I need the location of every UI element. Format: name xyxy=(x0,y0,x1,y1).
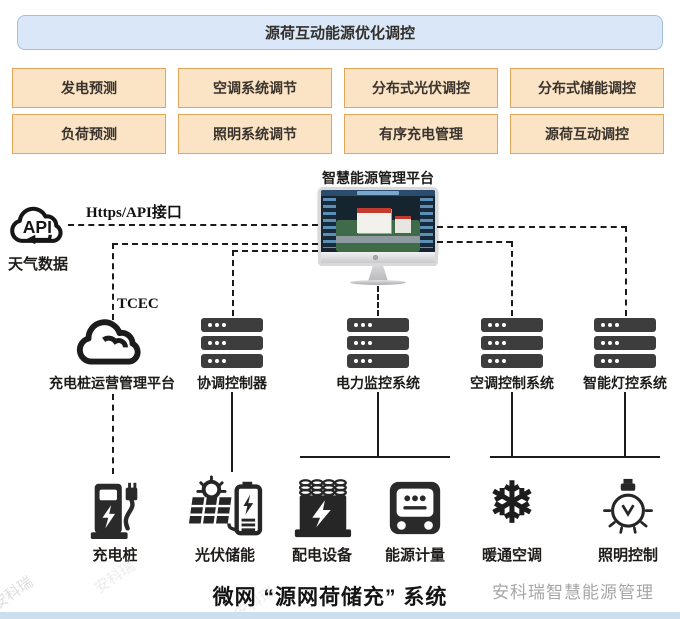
charging-platform-cloud xyxy=(70,318,154,370)
label-lighting: 照明控制 xyxy=(597,547,658,564)
banner-label: 源荷互动能源优化调控 xyxy=(264,25,415,42)
watermark-brand: 安科瑞智慧能源管理 xyxy=(492,583,654,602)
server-bar xyxy=(347,318,409,332)
label-power-monitoring: 电力监控系统 xyxy=(336,375,420,391)
dashboard-widgets-left xyxy=(323,198,336,248)
server-bar xyxy=(201,336,263,350)
box-label: 分布式光伏调控 xyxy=(372,80,470,96)
transformer-icon xyxy=(290,476,354,540)
server-bar xyxy=(594,318,656,332)
solar-battery-icon xyxy=(188,474,264,540)
building-side xyxy=(395,216,411,233)
api-cloud-text: API xyxy=(23,217,52,237)
box-orderly-charging: 有序充电管理 xyxy=(344,114,498,154)
link-platform-to-coordinator-v xyxy=(232,250,234,316)
energy-meter-icon xyxy=(384,478,446,538)
dashboard-widgets-right xyxy=(420,198,433,248)
box-lighting-regulation: 照明系统调节 xyxy=(178,114,332,154)
link-platform-to-lighting-v xyxy=(625,226,627,316)
road xyxy=(336,236,420,243)
server-bar xyxy=(347,336,409,350)
arrow-head xyxy=(25,234,36,245)
weather-data-label: 天气数据 xyxy=(7,256,68,273)
diagram-title: 微网 “源网荷储充” 系统 xyxy=(212,586,448,609)
ev-charger-icon xyxy=(85,476,147,540)
server-bar xyxy=(347,354,409,368)
cloud-outline-icon xyxy=(10,206,63,243)
server-coordinator xyxy=(201,318,263,368)
server-bar xyxy=(201,318,263,332)
box-label: 照明系统调节 xyxy=(213,126,297,142)
server-bar xyxy=(201,354,263,368)
box-source-load-interaction: 源荷互动调控 xyxy=(510,114,664,154)
label-lighting-control: 智能灯控系统 xyxy=(583,375,667,391)
link-hvac-down xyxy=(511,392,513,456)
box-label: 源荷互动调控 xyxy=(545,126,629,142)
link-platform-to-charging-cloud-h xyxy=(112,243,318,245)
banner-source-load-optimization: 源荷互动能源优化调控 xyxy=(17,15,663,50)
tcec-label: TCEC xyxy=(117,296,159,312)
link-coordinator-to-solar xyxy=(231,392,233,472)
link-platform-to-power-monitor xyxy=(377,286,379,316)
server-hvac-control xyxy=(481,318,543,368)
label-energy-metering: 能源计量 xyxy=(384,547,445,564)
label-distribution-equipment: 配电设备 xyxy=(291,547,352,564)
box-hvac-regulation: 空调系统调节 xyxy=(178,68,332,108)
https-api-link-label: Https/API接口 xyxy=(86,205,182,221)
server-bar xyxy=(481,318,543,332)
label-ev-charger: 充电桩 xyxy=(92,547,138,564)
refresh-arrow-icon xyxy=(33,234,52,242)
box-generation-forecast: 发电预测 xyxy=(12,68,166,108)
link-platform-to-charging-cloud-v xyxy=(112,243,114,320)
link-weather-to-platform xyxy=(68,224,318,226)
link-platform-to-coordinator-h xyxy=(232,250,318,252)
light-bulb-icon xyxy=(599,476,657,538)
snowflake-icon: ❄ xyxy=(488,471,536,534)
monitor-stand xyxy=(368,266,388,281)
box-distributed-storage-control: 分布式储能调控 xyxy=(510,68,664,108)
server-bar xyxy=(594,336,656,350)
dashboard-title-strip xyxy=(357,191,399,195)
label-hvac-control: 空调控制系统 xyxy=(470,375,554,391)
bus-power-devices xyxy=(300,456,450,458)
label-solar-storage: 光伏储能 xyxy=(194,547,255,564)
monitor-base xyxy=(350,280,406,285)
label-hvac: 暖通空调 xyxy=(481,547,542,564)
box-label: 空调系统调节 xyxy=(213,80,297,96)
label-coordinator: 协调控制器 xyxy=(197,375,267,391)
server-bar xyxy=(481,354,543,368)
server-power-monitoring xyxy=(347,318,409,368)
monitor-logo-dot xyxy=(373,255,378,260)
box-distributed-pv-control: 分布式光伏调控 xyxy=(344,68,498,108)
dashboard-topbar xyxy=(321,190,435,196)
box-load-forecast: 负荷预测 xyxy=(12,114,166,154)
box-label: 发电预测 xyxy=(61,80,117,96)
link-platform-to-hvac-h xyxy=(437,241,512,243)
platform-title: 智慧能源管理平台 xyxy=(322,170,434,186)
weather-api-cloud: API xyxy=(4,199,72,253)
link-power-monitor-down xyxy=(377,392,379,456)
cloud-swirl xyxy=(102,335,128,348)
link-charging-cloud-to-charger xyxy=(112,394,114,474)
box-label: 负荷预测 xyxy=(61,126,117,142)
building-main xyxy=(357,208,391,233)
server-lighting-control xyxy=(594,318,656,368)
monitor-chin xyxy=(318,252,438,266)
monitor-dashboard xyxy=(318,187,438,285)
bus-hvac-lighting xyxy=(490,456,660,458)
server-bar xyxy=(594,354,656,368)
bottom-strip xyxy=(0,612,680,619)
link-lighting-down xyxy=(624,392,626,456)
box-label: 有序充电管理 xyxy=(379,126,463,142)
watermark-faint-left: 安科瑞 xyxy=(0,573,37,614)
server-bar xyxy=(481,336,543,350)
label-charging-platform: 充电桩运营管理平台 xyxy=(49,375,175,391)
link-platform-to-hvac-v xyxy=(511,241,513,316)
link-platform-to-lighting-h xyxy=(437,226,627,228)
box-label: 分布式储能调控 xyxy=(538,80,636,96)
cloud-icon xyxy=(76,319,141,365)
monitor-screen xyxy=(318,187,438,252)
